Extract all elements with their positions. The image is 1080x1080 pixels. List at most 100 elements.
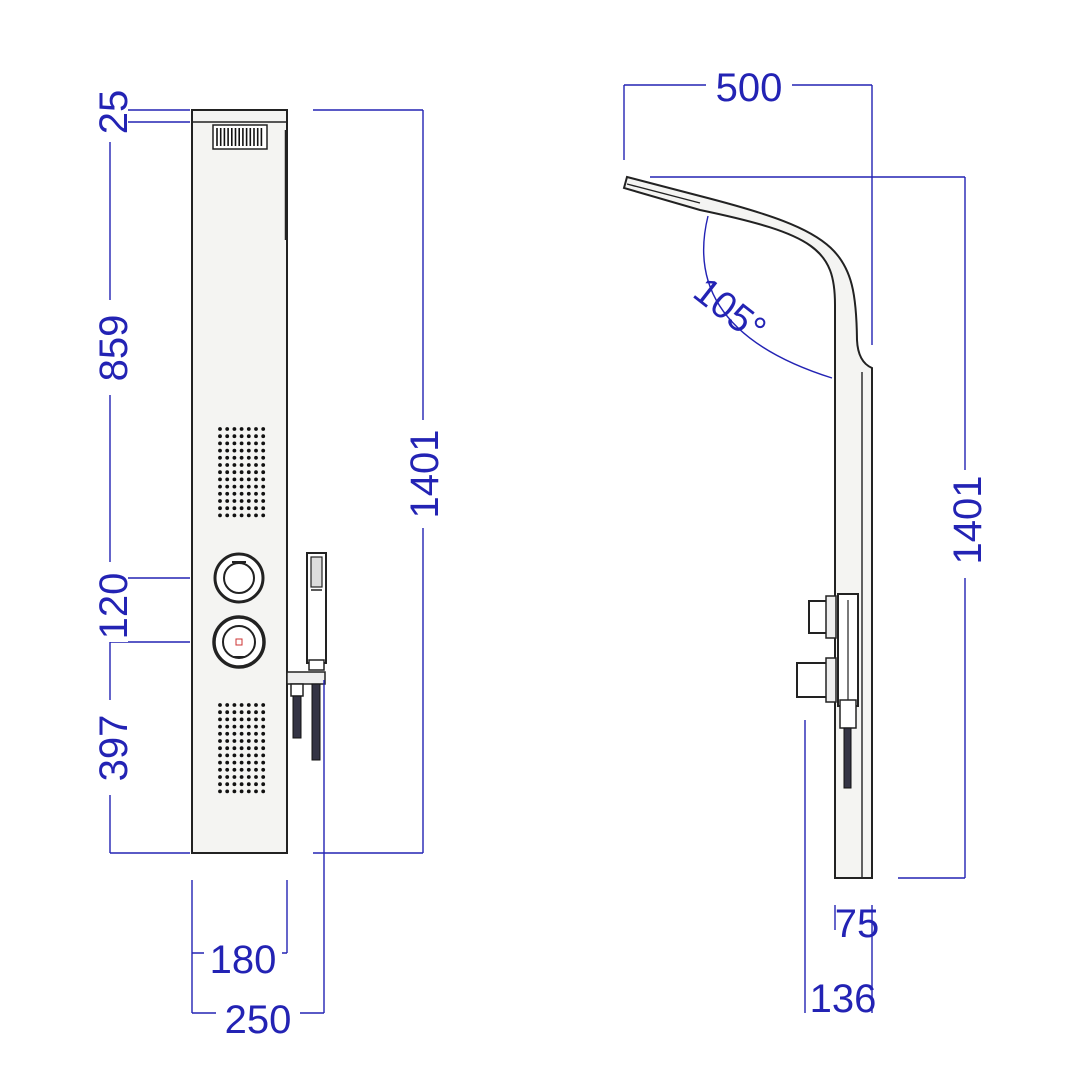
side-dimension-lines bbox=[623, 84, 966, 1013]
jet-nozzle bbox=[225, 731, 230, 736]
jet-nozzle bbox=[254, 499, 258, 503]
jet-nozzle bbox=[246, 739, 251, 743]
jet-nozzle bbox=[239, 499, 244, 503]
jet-nozzle bbox=[218, 782, 222, 787]
jet-nozzle bbox=[218, 775, 222, 779]
jet-nozzle bbox=[232, 767, 237, 772]
jet-nozzle bbox=[239, 717, 244, 722]
jet-nozzle bbox=[218, 434, 222, 439]
jet-nozzle bbox=[254, 731, 258, 736]
jet-nozzle bbox=[254, 724, 258, 729]
jet-nozzle bbox=[232, 775, 237, 779]
jet-nozzle bbox=[218, 441, 222, 446]
jet-nozzle bbox=[232, 477, 237, 482]
jet-nozzle bbox=[232, 739, 237, 743]
jet-nozzle bbox=[254, 441, 258, 446]
jet-nozzle bbox=[261, 753, 266, 758]
jet-nozzle bbox=[232, 782, 237, 787]
jet-nozzle bbox=[254, 470, 258, 475]
jet-nozzle bbox=[246, 434, 251, 439]
jet-nozzle bbox=[218, 753, 222, 758]
jet-nozzle bbox=[261, 739, 266, 743]
jet-nozzle bbox=[239, 789, 244, 794]
front-dimension-lines bbox=[109, 109, 424, 1014]
jet-nozzle bbox=[232, 499, 237, 503]
jet-nozzle bbox=[254, 477, 258, 482]
side-hand-shower bbox=[837, 593, 859, 789]
jet-nozzle bbox=[239, 513, 244, 518]
jet-nozzle bbox=[225, 484, 230, 489]
jet-nozzle bbox=[232, 441, 237, 446]
jet-nozzle bbox=[218, 717, 222, 722]
jet-nozzle bbox=[218, 703, 222, 707]
jet-nozzle bbox=[261, 760, 266, 765]
jet-nozzle bbox=[239, 463, 244, 467]
jet-nozzle bbox=[232, 448, 237, 453]
jet-nozzle bbox=[225, 775, 230, 779]
jet-nozzle bbox=[254, 427, 258, 431]
jet-nozzle bbox=[254, 506, 258, 511]
dim-depth-with-controls: 136 bbox=[810, 977, 877, 1021]
jet-nozzle bbox=[232, 731, 237, 736]
jet-nozzle bbox=[239, 434, 244, 439]
jet-nozzle bbox=[254, 753, 258, 758]
jet-nozzle bbox=[254, 434, 258, 439]
jet-nozzle bbox=[239, 491, 244, 496]
jet-nozzle bbox=[254, 463, 258, 467]
upper-body-jets bbox=[218, 427, 266, 518]
side-arm-inner-line bbox=[626, 183, 701, 204]
jet-nozzle bbox=[232, 753, 237, 758]
jet-nozzle bbox=[239, 703, 244, 707]
jet-nozzle bbox=[254, 455, 258, 460]
jet-nozzle bbox=[246, 427, 251, 431]
jet-nozzle bbox=[232, 724, 237, 729]
jet-nozzle bbox=[218, 746, 222, 751]
jet-nozzle bbox=[246, 513, 251, 518]
jet-nozzle bbox=[239, 767, 244, 772]
dim-panel-depth: 75 bbox=[835, 902, 880, 946]
jet-nozzle bbox=[239, 710, 244, 715]
jet-nozzle bbox=[246, 477, 251, 482]
jet-nozzle bbox=[261, 470, 266, 475]
jet-nozzle bbox=[261, 506, 266, 511]
dim-lower-section: 397 bbox=[92, 715, 136, 782]
jet-nozzle bbox=[218, 470, 222, 475]
jet-nozzle bbox=[254, 739, 258, 743]
jet-nozzle bbox=[239, 731, 244, 736]
jet-nozzle bbox=[232, 463, 237, 467]
jet-nozzle bbox=[218, 427, 222, 431]
jet-nozzle bbox=[225, 710, 230, 715]
jet-nozzle bbox=[239, 724, 244, 729]
front-panel-body bbox=[191, 109, 288, 854]
jet-nozzle bbox=[239, 746, 244, 751]
jet-nozzle bbox=[225, 717, 230, 722]
jet-nozzle bbox=[225, 463, 230, 467]
jet-nozzle bbox=[261, 441, 266, 446]
jet-nozzle bbox=[261, 782, 266, 787]
dim-valve-spacing: 120 bbox=[92, 573, 136, 640]
jet-nozzle bbox=[225, 724, 230, 729]
jet-nozzle bbox=[239, 441, 244, 446]
jet-nozzle bbox=[239, 753, 244, 758]
jet-nozzle bbox=[246, 782, 251, 787]
jet-nozzle bbox=[239, 477, 244, 482]
jet-nozzle bbox=[218, 455, 222, 460]
jet-nozzle bbox=[254, 789, 258, 794]
jet-nozzle bbox=[218, 724, 222, 729]
jet-nozzle bbox=[254, 775, 258, 779]
jet-nozzle bbox=[232, 513, 237, 518]
jet-nozzle bbox=[246, 484, 251, 489]
jet-nozzle bbox=[218, 491, 222, 496]
jet-nozzle bbox=[261, 448, 266, 453]
dim-panel-width: 180 bbox=[210, 938, 277, 982]
jet-nozzle bbox=[261, 499, 266, 503]
jet-nozzle bbox=[254, 710, 258, 715]
jet-nozzle bbox=[239, 427, 244, 431]
diverter-valve bbox=[213, 552, 265, 604]
jet-nozzle bbox=[218, 739, 222, 743]
jet-nozzle bbox=[239, 484, 244, 489]
jet-nozzle bbox=[225, 739, 230, 743]
side-thermostat-control bbox=[796, 657, 837, 703]
jet-nozzle bbox=[239, 782, 244, 787]
jet-nozzle bbox=[246, 455, 251, 460]
